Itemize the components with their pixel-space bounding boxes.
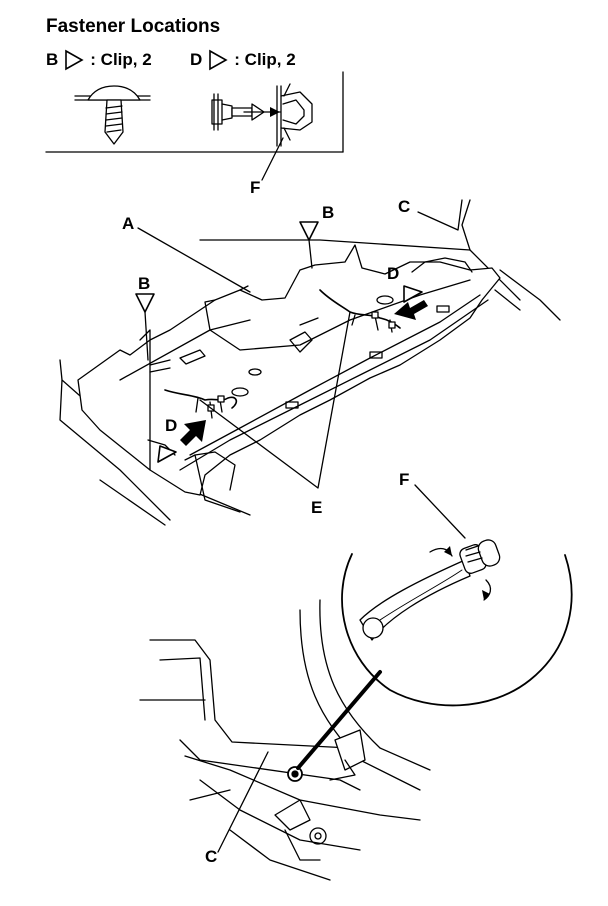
leader-f-bottom (414, 484, 466, 539)
legend-letter-b: B (46, 50, 59, 69)
clip-b-detail (74, 85, 151, 145)
floor-pan-view (59, 199, 561, 526)
removal-arrow-right (394, 300, 428, 320)
clip-d-marker-2 (403, 285, 423, 303)
leader-c-bottom (217, 751, 269, 853)
leader-f-top (261, 137, 284, 181)
callout-c-top: C (398, 197, 411, 216)
callout-d-left: D (165, 416, 178, 435)
removal-arrow-left (180, 420, 206, 446)
clip-d-triangle-icon (209, 49, 228, 71)
detail-pointer-line (296, 670, 382, 770)
callout-c-bottom: C (205, 847, 218, 866)
legend-bracket (45, 71, 344, 153)
leader-a (137, 227, 251, 293)
callout-d-right: D (387, 264, 400, 283)
diagram-title: Fastener Locations (46, 16, 221, 37)
legend-clip-b: B : Clip, 2 (46, 49, 152, 71)
callout-b-left: B (138, 274, 151, 293)
magnified-detail (341, 539, 573, 707)
legend-text-b: : Clip, 2 (90, 50, 152, 69)
leader-e (199, 311, 351, 489)
callout-e: E (311, 498, 323, 517)
clip-b-triangle-icon (65, 49, 84, 71)
clip-b-marker-1 (135, 293, 155, 361)
legend-letter-d: D (190, 50, 203, 69)
callout-b-right: B (322, 203, 335, 222)
clip-b-marker-2 (299, 221, 319, 269)
callout-a: A (122, 214, 135, 233)
lower-body-view (139, 599, 431, 881)
callout-f-bottom: F (399, 470, 410, 489)
clip-d-detail (211, 83, 313, 147)
legend-clip-d: D : Clip, 2 (190, 49, 296, 71)
clip-d-marker-1 (157, 445, 177, 463)
legend-text-d: : Clip, 2 (234, 50, 296, 69)
callout-f-top: F (250, 178, 261, 197)
leader-c-top (417, 199, 463, 231)
